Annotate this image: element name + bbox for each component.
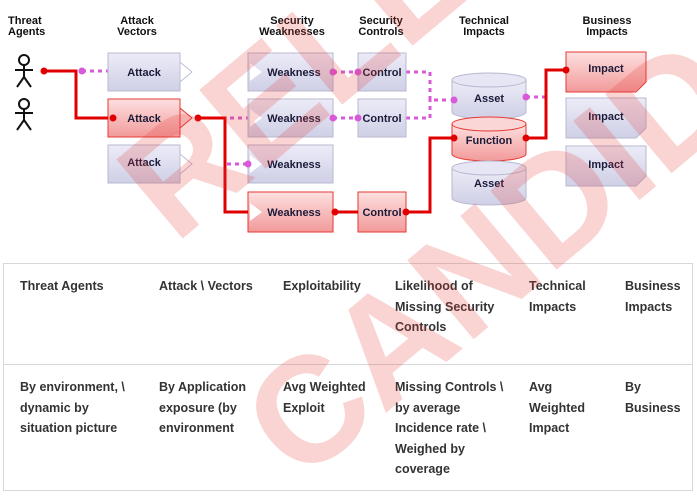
svg-text:Function: Function [466, 135, 513, 147]
svg-text:Attack: Attack [127, 157, 162, 169]
table-header-cell: Attack \ Vectors [143, 263, 267, 365]
svg-text:Control: Control [362, 67, 401, 79]
svg-text:Attack: Attack [127, 113, 162, 125]
weakness-box: Weakness [247, 98, 334, 138]
svg-text:Attack: Attack [127, 67, 162, 79]
table-cell: By Application exposure (by environment [143, 364, 267, 491]
impact-box-highlighted: Impact [565, 51, 647, 93]
svg-text:Control: Control [362, 113, 401, 125]
weakness-box: Weakness [247, 144, 334, 184]
impact-box: Impact [565, 97, 647, 139]
table-cell: By environment, \ dynamic by situation p… [3, 364, 143, 491]
threat-agent-person-icon [15, 98, 33, 131]
svg-text:Impact: Impact [588, 111, 624, 123]
svg-text:Weakness: Weakness [267, 113, 321, 125]
svg-text:Weakness: Weakness [267, 67, 321, 79]
table-header-cell: Technical Impacts [513, 263, 609, 365]
attack-vector-box-highlighted: Attack [107, 98, 193, 138]
attack-vector-box: Attack [107, 52, 193, 92]
table-header-cell: Threat Agents [3, 263, 143, 365]
table-cell: Avg Weighted Impact [513, 364, 609, 491]
table-header-cell: Business Impacts [609, 263, 693, 365]
risk-factor-table: Threat Agents Attack \ Vectors Exploitab… [3, 263, 693, 491]
table-row: By environment, \ dynamic by situation p… [3, 364, 693, 491]
svg-text:Weakness: Weakness [267, 159, 321, 171]
weakness-box: Weakness [247, 52, 334, 92]
svg-text:Control: Control [362, 207, 401, 219]
table-header-cell: Likelihood of Missing Security Controls [379, 263, 513, 365]
svg-text:Impact: Impact [588, 159, 624, 171]
svg-text:Asset: Asset [474, 178, 504, 190]
control-box-highlighted: Control [357, 191, 407, 233]
table-header-row: Threat Agents Attack \ Vectors Exploitab… [3, 263, 693, 365]
svg-text:Impact: Impact [588, 63, 624, 75]
asset-cylinder: Asset [451, 160, 527, 206]
asset-cylinder: Asset [451, 72, 527, 120]
control-box: Control [357, 98, 407, 138]
path-junction-dots [40, 66, 570, 216]
weakness-box-highlighted: Weakness [247, 191, 334, 233]
table-header-cell: Exploitability [267, 263, 379, 365]
attack-path [44, 68, 566, 214]
table-cell: Missing Controls \ by average Incidence … [379, 364, 513, 491]
control-box: Control [357, 52, 407, 92]
table-cell: Avg Weighted Exploit [267, 364, 379, 491]
impact-box: Impact [565, 145, 647, 187]
attack-vector-box: Attack [107, 144, 193, 184]
table-cell: By Business [609, 364, 693, 491]
svg-text:Weakness: Weakness [267, 207, 321, 219]
svg-text:Asset: Asset [474, 93, 504, 105]
function-cylinder-highlighted: Function [451, 116, 527, 162]
threat-agent-person-icon [15, 54, 33, 88]
